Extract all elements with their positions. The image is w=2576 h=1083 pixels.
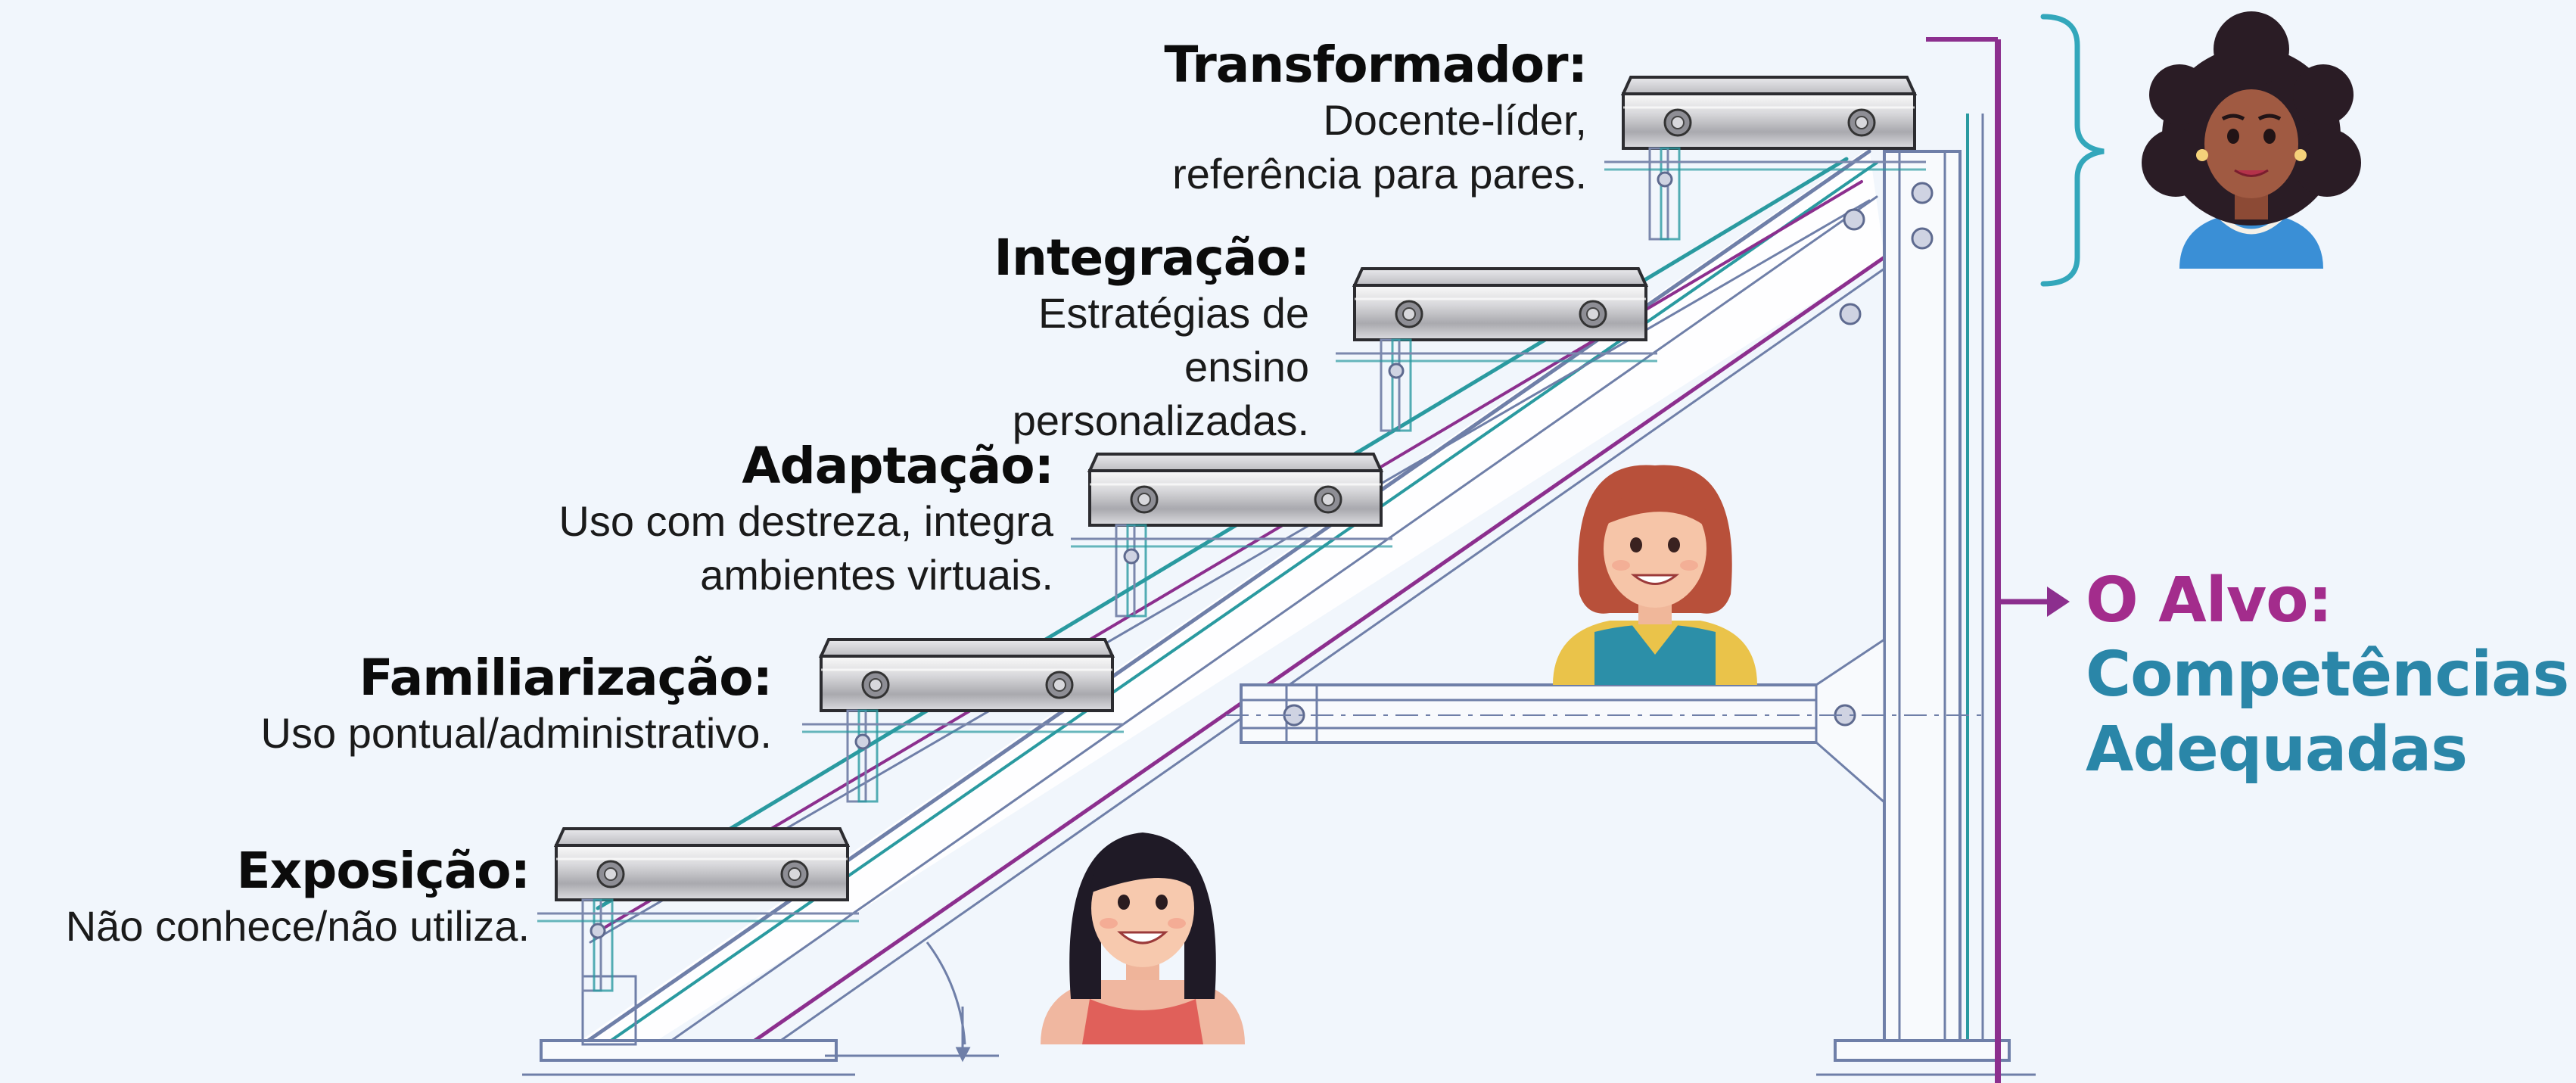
target-line3: Adequadas (2086, 713, 2468, 786)
stage-desc-line: Uso pontual/administrativo. (260, 708, 772, 757)
stage-label-exposicao: Exposição: Não conhece/não utiliza. (0, 842, 530, 953)
woman-avatar-dark-hair (1041, 832, 1245, 1044)
stage-label-integracao: Integração: Estratégias de ensino person… (832, 229, 1310, 447)
stage-desc-line: ensino (1184, 342, 1309, 391)
stage-label-transformador: Transformador: Docente-líder, referência… (984, 36, 1588, 201)
arrow-head (2047, 587, 2070, 617)
stage-desc-line: Uso com destreza, integra (558, 496, 1053, 545)
target-line1: O Alvo: (2086, 565, 2332, 636)
woman-avatar-red-hair (1553, 465, 1757, 685)
woman-avatar-curly-hair (2142, 11, 2361, 269)
vertical-posts (522, 114, 2036, 1076)
stage-title: Exposição: (236, 842, 530, 900)
stage-desc-line: ambientes virtuais. (700, 550, 1053, 599)
target-line2: Competências (2086, 639, 2569, 711)
curly-bracket-icon (2040, 14, 2105, 287)
stage-desc-line: Docente-líder, (1323, 95, 1587, 144)
stage-label-adaptacao: Adaptação: Uso com destreza, integra amb… (394, 437, 1054, 602)
horizontal-beam (1226, 637, 1983, 805)
target-label: O Alvo: Competências Adequadas (2086, 564, 2569, 787)
stage-label-familiarizacao: Familiarização: Uso pontual/administrati… (114, 649, 773, 760)
stage-desc-line: Não conhece/não utiliza. (65, 901, 530, 950)
angle-marker (825, 941, 999, 1063)
stage-title: Adaptação: (742, 437, 1054, 495)
stage-title: Transformador: (1164, 36, 1588, 94)
stage-title: Integração: (994, 229, 1310, 287)
stage-desc-line: referência para pares. (1172, 149, 1587, 198)
stage-desc-line: personalizadas. (1012, 396, 1309, 444)
stage-title: Familiarização: (359, 649, 773, 707)
stage-desc-line: Estratégias de (1038, 288, 1309, 337)
target-line (1926, 37, 2070, 1083)
